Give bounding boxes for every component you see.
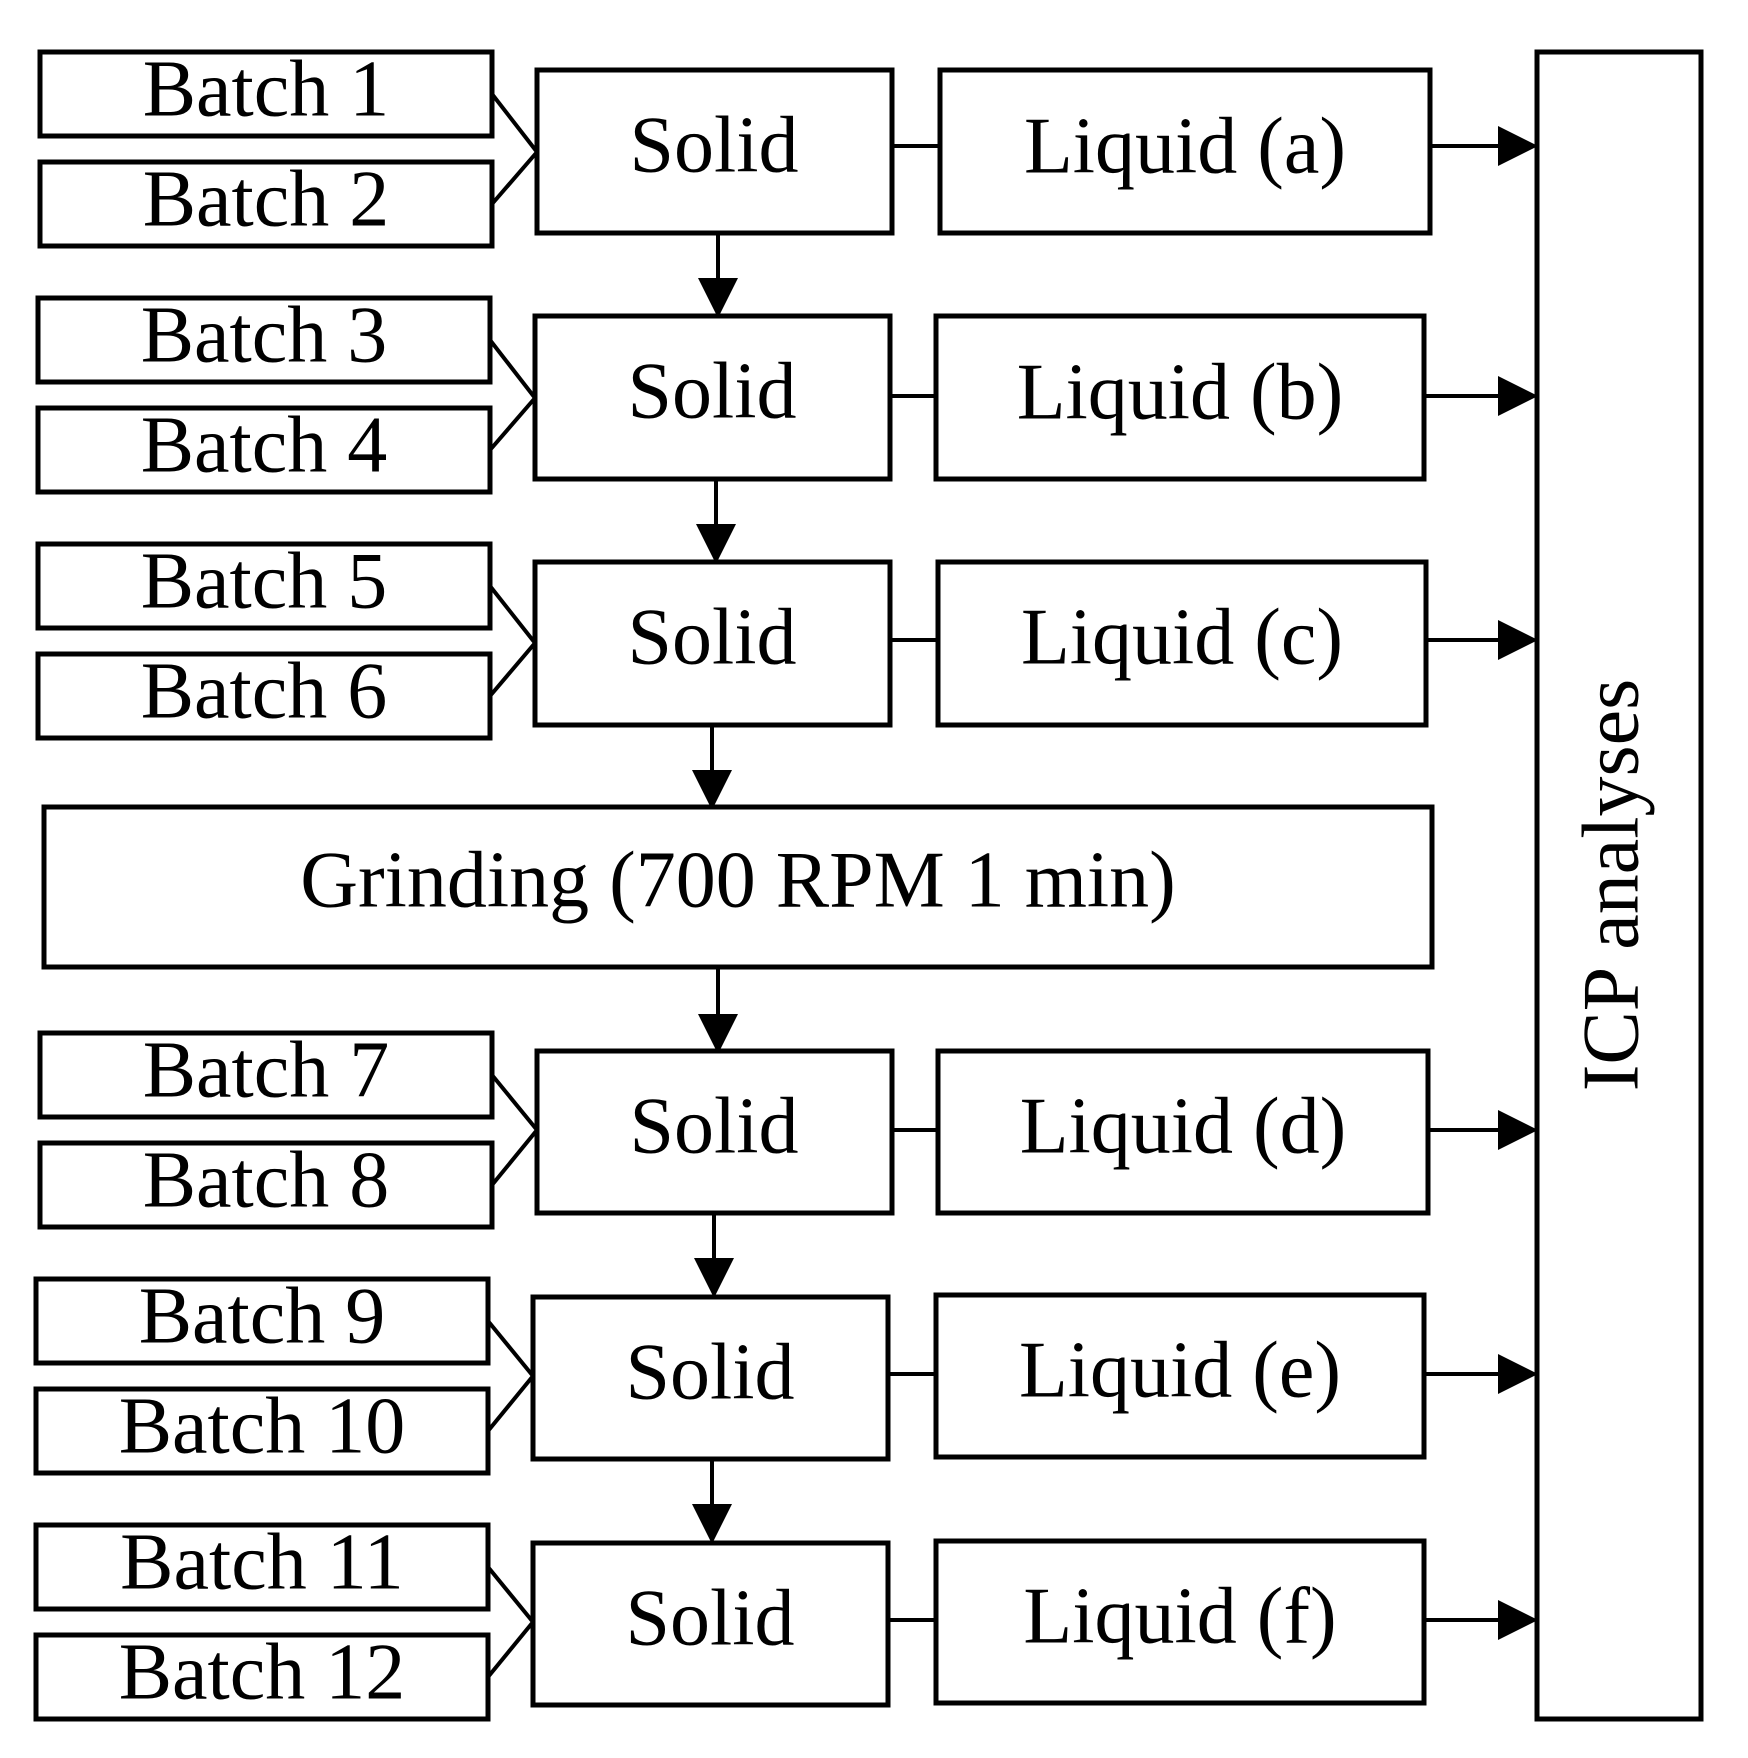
batch-merge-line-1 — [490, 92, 539, 154]
icp-analyses-label: ICP analyses — [1567, 679, 1655, 1092]
liquid-label-4: Liquid (d) — [1020, 1082, 1347, 1170]
batch-label-10: Batch 10 — [119, 1382, 406, 1470]
batch-box-5 — [35, 541, 493, 631]
batch-box-10 — [33, 1386, 491, 1476]
solid-label-1: Solid — [630, 101, 799, 189]
solid-label-6: Solid — [626, 1574, 795, 1662]
solid-label-2: Solid — [628, 347, 797, 435]
batch-label-11: Batch 11 — [120, 1518, 404, 1606]
liquid-label-2: Liquid (b) — [1017, 348, 1344, 436]
solid-label-5: Solid — [626, 1328, 795, 1416]
batch-label-9: Batch 9 — [139, 1272, 386, 1360]
batch-box-3 — [35, 295, 493, 385]
stage-1: Batch 1 Batch 2 Solid Liquid (a) — [37, 45, 1538, 249]
batch-box-8 — [37, 1140, 495, 1230]
batch-merge-line-11 — [486, 1565, 535, 1624]
liquid-label-6: Liquid (f) — [1023, 1572, 1336, 1660]
solid-box-3 — [532, 559, 893, 728]
batch-merge-line-5 — [488, 584, 537, 645]
batch-box-9 — [33, 1276, 491, 1366]
batch-merge-line-10 — [486, 1374, 535, 1433]
batch-box-12 — [33, 1632, 491, 1722]
liquid-box-4 — [935, 1048, 1431, 1216]
liquid-box-1 — [937, 67, 1433, 236]
solid-box-1 — [534, 67, 895, 236]
batch-label-8: Batch 8 — [143, 1136, 390, 1224]
grinding-label: Grinding (700 RPM 1 min) — [300, 836, 1176, 924]
batch-box-4 — [35, 405, 493, 495]
batch-box-11 — [33, 1522, 491, 1612]
grinding-box — [41, 804, 1435, 970]
liquid-box-6 — [933, 1538, 1427, 1706]
liquid-label-5: Liquid (e) — [1019, 1326, 1341, 1414]
stage-3: Batch 5 Batch 6 Solid Liquid (c) — [35, 537, 1538, 741]
batch-merge-line-4 — [488, 396, 537, 452]
batch-box-2 — [37, 159, 495, 249]
batch-merge-line-3 — [488, 338, 537, 400]
solid-label-4: Solid — [630, 1082, 799, 1170]
liquid-label-1: Liquid (a) — [1024, 102, 1346, 190]
batch-label-6: Batch 6 — [141, 647, 388, 735]
batch-label-1: Batch 1 — [143, 45, 390, 133]
liquid-box-5 — [933, 1292, 1427, 1460]
batch-label-3: Batch 3 — [141, 291, 388, 379]
liquid-label-3: Liquid (c) — [1021, 593, 1343, 681]
batch-box-1 — [37, 49, 495, 139]
liquid-box-3 — [935, 559, 1429, 728]
batch-merge-line-8 — [490, 1128, 539, 1187]
batch-merge-line-7 — [490, 1073, 539, 1132]
stage-2: Batch 3 Batch 4 Solid Liquid (b) — [35, 291, 1538, 495]
stage-4: Batch 7 Batch 8 Solid Liquid (d) — [37, 1026, 1538, 1230]
batch-label-2: Batch 2 — [143, 155, 390, 243]
stage-6: Batch 11 Batch 12 Solid Liquid (f) — [33, 1518, 1538, 1722]
batch-merge-line-12 — [486, 1620, 535, 1679]
icp-analyses-box — [1534, 49, 1704, 1722]
batch-box-6 — [35, 651, 493, 741]
batch-box-7 — [37, 1030, 495, 1120]
stage-5: Batch 9 Batch 10 Solid Liquid (e) — [33, 1272, 1538, 1476]
solid-box-5 — [530, 1294, 891, 1462]
batch-merge-line-6 — [488, 641, 537, 698]
batch-label-12: Batch 12 — [119, 1628, 406, 1716]
batch-label-5: Batch 5 — [141, 537, 388, 625]
solid-box-6 — [530, 1540, 891, 1708]
batch-label-7: Batch 7 — [143, 1026, 390, 1114]
batch-merge-line-9 — [486, 1319, 535, 1378]
batch-label-4: Batch 4 — [141, 401, 388, 489]
batch-merge-line-2 — [490, 150, 539, 206]
solid-label-3: Solid — [628, 593, 797, 681]
